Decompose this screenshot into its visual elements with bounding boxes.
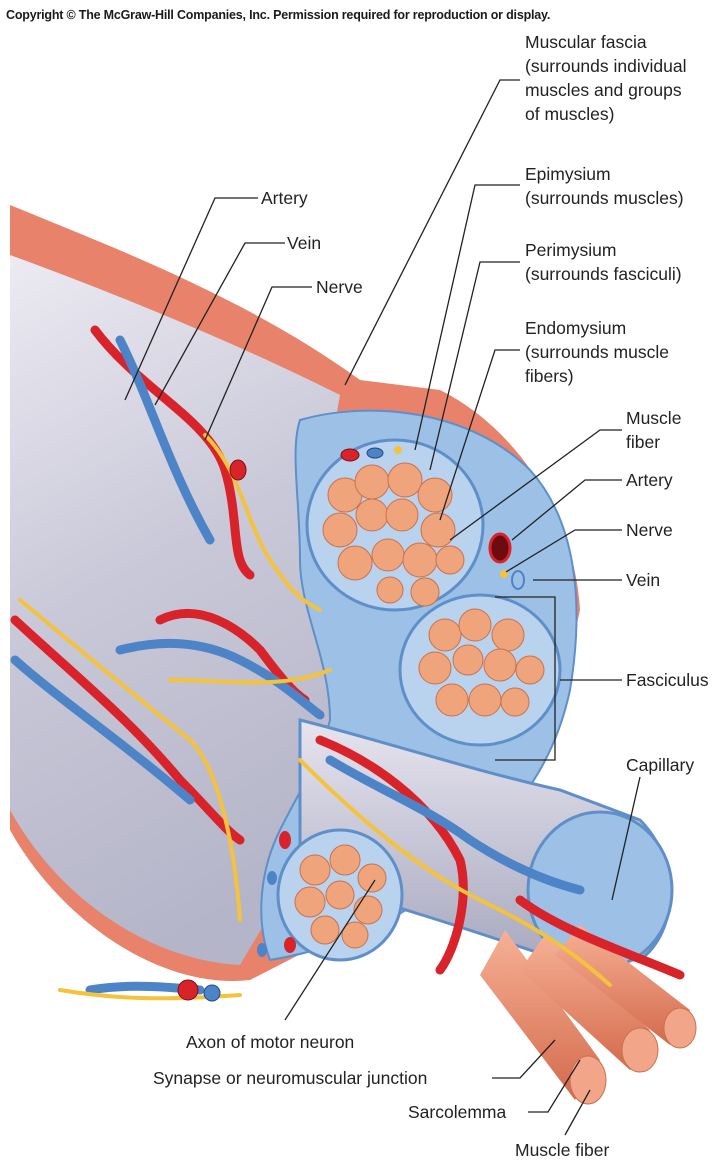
copyright-notice: Copyright © The McGraw-Hill Companies, I…	[6, 8, 551, 22]
label-artery-right: Artery	[626, 470, 673, 490]
veins	[10, 335, 585, 995]
label-muscle-fiber-bottom: Muscle fiber	[515, 1140, 610, 1160]
label-muscular-fascia: Muscular fascia (surrounds individual mu…	[525, 32, 687, 124]
label-synapse: Synapse or neuromuscular junction	[153, 1068, 428, 1088]
label-vein-right: Vein	[626, 570, 661, 590]
label-nerve-right: Nerve	[626, 520, 673, 540]
label-axon-motor-neuron: Axon of motor neuron	[186, 1032, 355, 1052]
muscle-fiber-bundle	[480, 925, 697, 1105]
label-endomysium: Endomysium (surrounds muscle fibers)	[525, 318, 669, 386]
label-vein-left: Vein	[287, 233, 322, 253]
fasciculus-section-upper	[305, 438, 485, 612]
label-fasciculus: Fasciculus	[626, 670, 709, 690]
fasciculus-section-middle	[398, 593, 562, 747]
label-artery-left: Artery	[261, 188, 308, 208]
vessel-cross-sections	[177, 446, 525, 1002]
label-sarcolemma: Sarcolemma	[408, 1102, 507, 1122]
leader-lines	[124, 79, 641, 1136]
label-muscle-fiber-top: Muscle fiber	[626, 408, 682, 452]
label-perimysium: Perimysium (surrounds fasciculi)	[525, 240, 682, 284]
nerves	[18, 433, 612, 1001]
label-nerve-left: Nerve	[316, 277, 363, 297]
label-capillary: Capillary	[626, 755, 695, 775]
label-epimysium: Epimysium (surrounds muscles)	[525, 164, 684, 208]
fasciculus-section-lower	[276, 828, 404, 962]
